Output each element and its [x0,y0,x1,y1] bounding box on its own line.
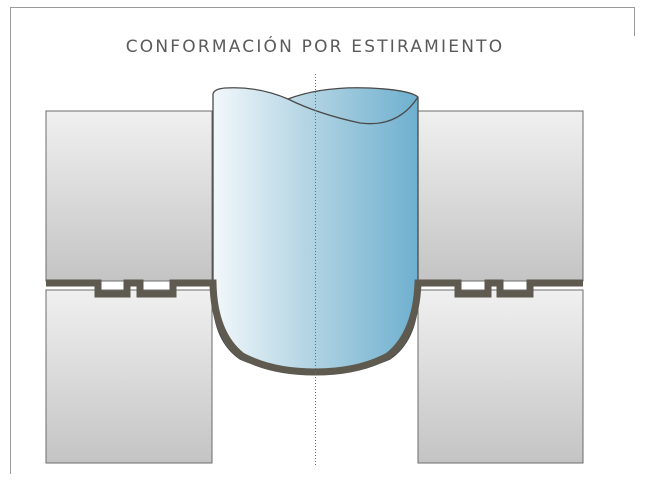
punch-top-rim [287,96,419,125]
lower-right-die [417,289,584,464]
lower-left-die [45,289,213,464]
upper-left-clamp [45,110,213,282]
diagram-title: CONFORMACIÓN POR ESTIRAMIENTO [126,35,505,57]
upper-right-clamp [417,110,584,282]
